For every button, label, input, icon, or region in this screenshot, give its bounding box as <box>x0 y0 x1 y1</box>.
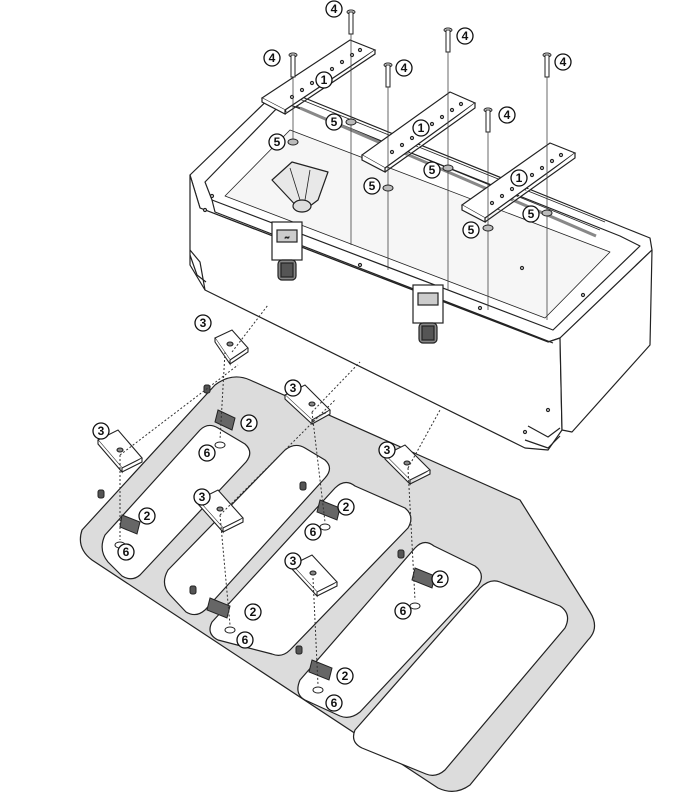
callout-label: 2 <box>342 669 349 683</box>
callout-label: 2 <box>144 509 151 523</box>
bolt-6 <box>542 52 552 78</box>
callout-label: 5 <box>528 207 535 221</box>
callout-label: 4 <box>269 51 276 65</box>
callout-1b: 1 <box>412 119 430 137</box>
callout-label: 4 <box>560 55 567 69</box>
latch-left: ~ <box>271 221 303 281</box>
bolt-1 <box>346 9 356 35</box>
callout-label: 4 <box>462 29 469 43</box>
callout-6f: 6 <box>325 694 343 712</box>
callout-3a: 3 <box>194 314 212 332</box>
callout-label: 2 <box>250 605 257 619</box>
callout-3c: 3 <box>92 422 110 440</box>
clamp-d <box>384 444 431 486</box>
callout-2c: 2 <box>337 498 355 516</box>
washers <box>287 118 553 232</box>
callout-6a: 6 <box>198 444 216 462</box>
callout-label: 1 <box>516 171 523 185</box>
callout-label: 6 <box>400 604 407 618</box>
callout-label: 5 <box>274 135 281 149</box>
callout-5e: 5 <box>462 221 480 239</box>
cutout-2 <box>163 444 331 616</box>
bolt-5 <box>483 107 493 133</box>
callout-label: 2 <box>246 416 253 430</box>
callout-1a: 1 <box>315 71 333 89</box>
callout-5d: 5 <box>423 161 441 179</box>
base-studs <box>97 384 405 655</box>
callout-label: 5 <box>468 223 475 237</box>
callout-label: 6 <box>123 545 130 559</box>
callout-label: 4 <box>504 108 511 122</box>
bolts <box>288 9 552 133</box>
clamp-f <box>291 554 338 598</box>
callout-label: 3 <box>290 381 297 395</box>
callouts: 4 4 4 4 4 4 1 1 1 5 5 5 5 5 5 3 3 3 3 3 … <box>92 0 572 712</box>
callout-label: 3 <box>98 424 105 438</box>
callout-3d: 3 <box>378 441 396 459</box>
callout-2a: 2 <box>240 414 258 432</box>
callout-6b: 6 <box>117 543 135 561</box>
dashed-guides <box>119 304 441 686</box>
callout-3e: 3 <box>193 488 211 506</box>
callout-label: 6 <box>331 696 338 710</box>
svg-text:~: ~ <box>285 235 289 242</box>
callout-5a: 5 <box>268 133 286 151</box>
callout-label: 6 <box>204 446 211 460</box>
bolt-3 <box>383 62 393 88</box>
callout-4e: 4 <box>498 106 516 124</box>
callout-4d: 4 <box>456 27 474 45</box>
callout-label: 3 <box>200 316 207 330</box>
callout-4a: 4 <box>325 0 343 18</box>
callout-label: 5 <box>331 115 338 129</box>
cutout-1 <box>101 424 251 580</box>
callout-5c: 5 <box>363 177 381 195</box>
callout-label: 2 <box>437 572 444 586</box>
bolt-4 <box>443 27 453 53</box>
bolt-2 <box>288 52 298 78</box>
callout-2d: 2 <box>244 603 262 621</box>
callout-5f: 5 <box>522 205 540 223</box>
callout-6e: 6 <box>394 602 412 620</box>
cutout-5 <box>352 580 569 776</box>
callout-5b: 5 <box>325 113 343 131</box>
clamp-c <box>97 429 143 474</box>
callout-3b: 3 <box>284 379 302 397</box>
callout-label: 1 <box>418 121 425 135</box>
callout-2f: 2 <box>336 667 354 685</box>
callout-label: 1 <box>321 73 328 87</box>
callout-label: 3 <box>290 554 297 568</box>
latch-right <box>412 284 444 344</box>
callout-2e: 2 <box>431 570 449 588</box>
callout-6c: 6 <box>304 523 322 541</box>
callout-label: 5 <box>369 179 376 193</box>
callout-1c: 1 <box>510 169 528 187</box>
base-brackets <box>119 409 436 681</box>
callout-label: 3 <box>384 443 391 457</box>
bolt-guide-lines <box>292 34 548 320</box>
callout-label: 3 <box>199 490 206 504</box>
callout-label: 6 <box>242 633 249 647</box>
callout-3f: 3 <box>284 552 302 570</box>
spacers <box>114 441 421 694</box>
callout-4c: 4 <box>395 59 413 77</box>
callout-6d: 6 <box>236 631 254 649</box>
callout-4f: 4 <box>554 53 572 71</box>
callout-label: 5 <box>429 163 436 177</box>
callout-label: 6 <box>310 525 317 539</box>
callout-4b: 4 <box>263 49 281 67</box>
callout-label: 2 <box>343 500 350 514</box>
callout-label: 4 <box>331 2 338 16</box>
case-right-face <box>559 249 653 433</box>
callout-label: 4 <box>401 61 408 75</box>
clamp-a <box>214 329 249 366</box>
callout-2b: 2 <box>138 507 156 525</box>
